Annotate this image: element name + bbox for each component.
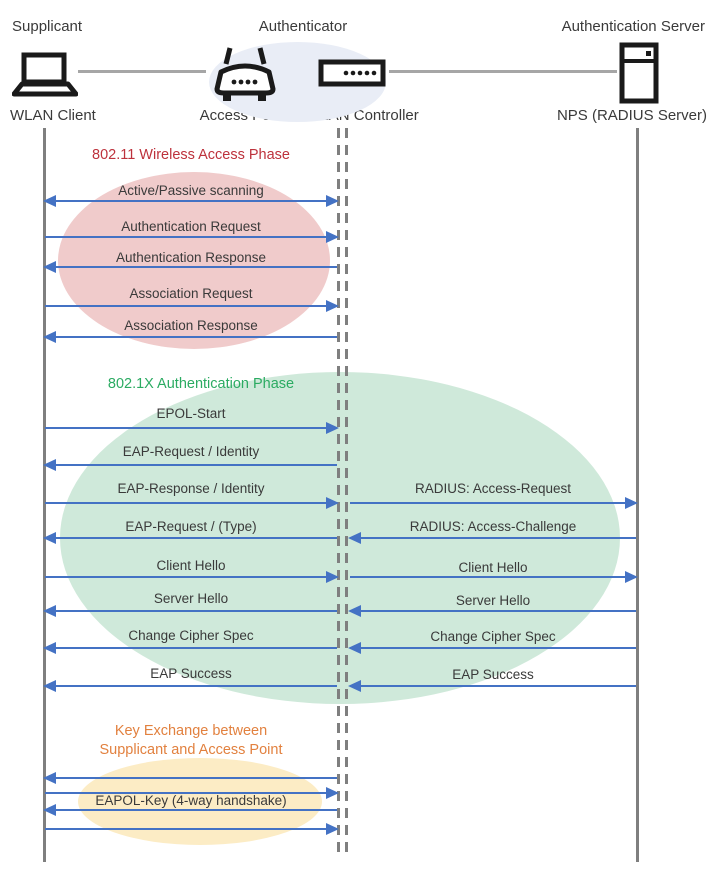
message-label: EAP-Request / (Type) [125,519,257,534]
message-label: EPOL-Start [156,406,226,421]
lifeline-auth-server [636,128,639,862]
phase1-title: 802.11 Wireless Access Phase [92,147,290,163]
message-arrow [348,532,636,544]
lifeline-controller-b [345,128,348,856]
lifeline-controller-a [337,128,340,856]
laptop-icon [12,52,78,98]
phase3-ellipse [78,758,322,845]
authenticator-role-label: Authenticator [258,18,348,35]
message-label: EAPOL-Key (4-way handshake) [95,793,287,808]
message-arrow [350,571,638,583]
message-label: EAP-Response / Identity [117,481,265,496]
message-arrow [45,300,339,312]
message-arrow [43,459,337,471]
message-arrow [348,642,636,654]
message-arrow [43,261,337,273]
message-arrow [348,680,636,692]
message-arrow [43,195,339,207]
message-label: EAP Success [452,667,534,682]
handshake-arrow-3 [43,804,337,816]
access-point-icon [210,46,280,104]
message-label: EAP-Request / Identity [122,444,260,459]
message-label: Association Request [129,286,253,301]
message-arrow [43,642,337,654]
phase2-title: 802.1X Authentication Phase [107,376,295,392]
auth-server-role-label: Authentication Server [561,18,705,35]
message-arrow [43,605,337,617]
message-arrow [45,571,339,583]
handshake-arrow-1 [43,772,337,784]
supplicant-role-label: Supplicant [12,18,83,35]
message-label: Change Cipher Spec [128,628,254,643]
wlan-client-label: WLAN Client [10,107,96,124]
handshake-arrow-4 [45,823,339,835]
message-label: RADIUS: Access-Request [414,481,572,496]
lifeline-supplicant [43,128,46,862]
wlan-controller-icon [318,59,386,87]
message-arrow [43,532,337,544]
message-label: Authentication Request [121,219,261,234]
phase3-title-line1: Key Exchange between [114,723,268,739]
connector-line-right [389,70,617,73]
message-label: Authentication Response [115,250,267,265]
phase3-title-line2: Supplicant and Access Point [99,742,283,758]
message-arrow [45,231,339,243]
message-arrow [45,422,339,434]
message-label: Change Cipher Spec [430,629,556,644]
connector-line-left [78,70,206,73]
message-arrow [350,497,638,509]
message-label: Server Hello [455,593,531,608]
nps-radius-server-label: NPS (RADIUS Server) [556,107,707,124]
message-arrow [348,605,636,617]
message-label: Client Hello [458,560,528,575]
message-arrow [43,680,337,692]
message-label: EAP Success [150,666,232,681]
message-label: Client Hello [156,558,226,573]
handshake-arrow-2 [45,787,339,799]
message-label: Server Hello [153,591,229,606]
message-label: Active/Passive scanning [118,183,264,198]
server-icon [619,42,659,104]
message-label: Association Response [124,318,258,333]
message-label: RADIUS: Access-Challenge [409,519,577,534]
message-arrow [43,331,337,343]
message-arrow [45,497,339,509]
